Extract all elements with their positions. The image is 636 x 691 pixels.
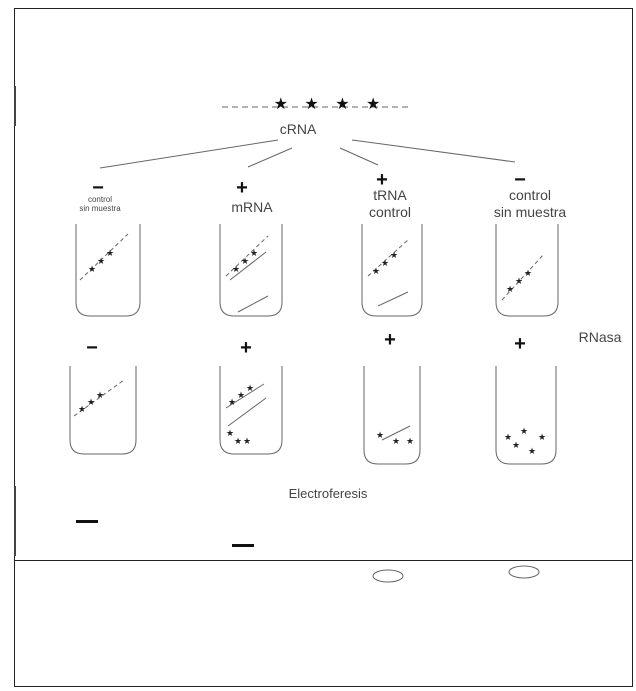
star-glyph: ★ <box>88 265 96 275</box>
star-glyph: ★ <box>237 391 245 401</box>
star-glyph: ★ <box>524 269 532 279</box>
star-glyph: ★ <box>406 437 414 447</box>
gel-top-line <box>14 560 633 561</box>
tube-row2-lane1 <box>69 366 137 455</box>
star-glyph: ★ <box>528 447 536 457</box>
lane2-label-line1: mRNA <box>231 199 273 215</box>
star-glyph: ★ <box>78 405 86 415</box>
lane4-label-line1: control <box>508 187 552 203</box>
strand-row1-lane3-trna <box>377 291 409 307</box>
tube-row1-lane4 <box>495 224 559 317</box>
star-glyph: ★ <box>106 249 114 259</box>
star-glyph: ★ <box>515 277 523 287</box>
lane3-label-line2: control <box>368 204 412 220</box>
rnase-sign-lane2: + <box>240 337 252 359</box>
star-glyph: ★ <box>376 431 384 441</box>
star-glyph: ★ <box>520 427 528 437</box>
electrophoresis-label: Electroferesis <box>288 486 368 501</box>
star-glyph: ★ <box>228 398 236 408</box>
lane4-label-line2: sin muestra <box>493 204 567 220</box>
star-glyph: ★ <box>226 429 234 439</box>
branch-line-2 <box>247 147 293 168</box>
strand-row1-lane2-probe <box>225 235 269 277</box>
star-glyph: ★ <box>506 285 514 295</box>
star-glyph: ★ <box>504 433 512 443</box>
lane1-label-line1: control <box>87 195 112 204</box>
strand-row2-lane1 <box>73 379 125 417</box>
lane3-sign: + <box>376 169 388 191</box>
star-glyph: ★ <box>372 267 380 277</box>
star-glyph: ★ <box>97 257 105 267</box>
strand-row1-lane4 <box>501 253 545 301</box>
star-glyph: ★ <box>246 384 254 394</box>
gel-band-lane1 <box>76 520 98 523</box>
rnase-sign-lane1: − <box>86 337 98 359</box>
tube-row1-lane3 <box>361 224 423 317</box>
probe-stars: ★ ★ ★ ★ <box>273 96 387 113</box>
probe-label: cRNA <box>279 121 317 137</box>
gel-band-lane4 <box>508 565 540 579</box>
rnase-label: RNasa <box>578 329 622 345</box>
star-glyph: ★ <box>234 437 242 447</box>
tube-row1-lane1 <box>75 224 141 317</box>
rnase-sign-lane4: + <box>514 333 526 355</box>
star-glyph: ★ <box>512 441 520 451</box>
left-edge-mark-2 <box>14 486 16 556</box>
star-glyph: ★ <box>87 398 95 408</box>
strand-row1-lane2-extra <box>237 295 269 313</box>
lane1-label-line2: sin muestra <box>79 204 121 213</box>
star-glyph: ★ <box>392 437 400 447</box>
strand-row2-lane3 <box>381 425 411 441</box>
strand-row2-lane2-a <box>225 383 265 409</box>
tube-row1-lane2 <box>219 224 283 317</box>
rnase-sign-lane3: + <box>384 329 396 351</box>
lane2-sign: + <box>236 177 248 199</box>
star-glyph: ★ <box>232 265 240 275</box>
star-glyph: ★ <box>390 251 398 261</box>
lane1-sign: − <box>92 177 104 199</box>
star-glyph: ★ <box>241 257 249 267</box>
star-glyph: ★ <box>243 437 251 447</box>
tube-row2-lane3 <box>363 366 421 465</box>
lane4-sign: − <box>514 169 526 191</box>
figure-frame <box>14 8 633 687</box>
gel-band-lane2 <box>232 544 254 547</box>
strand-row1-lane2-mrna <box>229 251 267 281</box>
branch-line-3 <box>339 147 379 166</box>
left-edge-mark-1 <box>14 86 16 126</box>
tube-row2-lane4 <box>495 366 557 465</box>
branch-line-1 <box>99 139 279 169</box>
star-glyph: ★ <box>96 391 104 401</box>
star-glyph: ★ <box>250 249 258 259</box>
tube-row2-lane2 <box>219 366 283 455</box>
strand-row2-lane2-b <box>227 397 267 427</box>
strand-row1-lane3-probe <box>367 239 409 277</box>
branch-line-4 <box>351 139 516 163</box>
gel-band-lane3 <box>372 569 404 583</box>
star-glyph: ★ <box>381 259 389 269</box>
lane3-label-line1: tRNA <box>373 187 407 203</box>
star-glyph: ★ <box>538 433 546 443</box>
